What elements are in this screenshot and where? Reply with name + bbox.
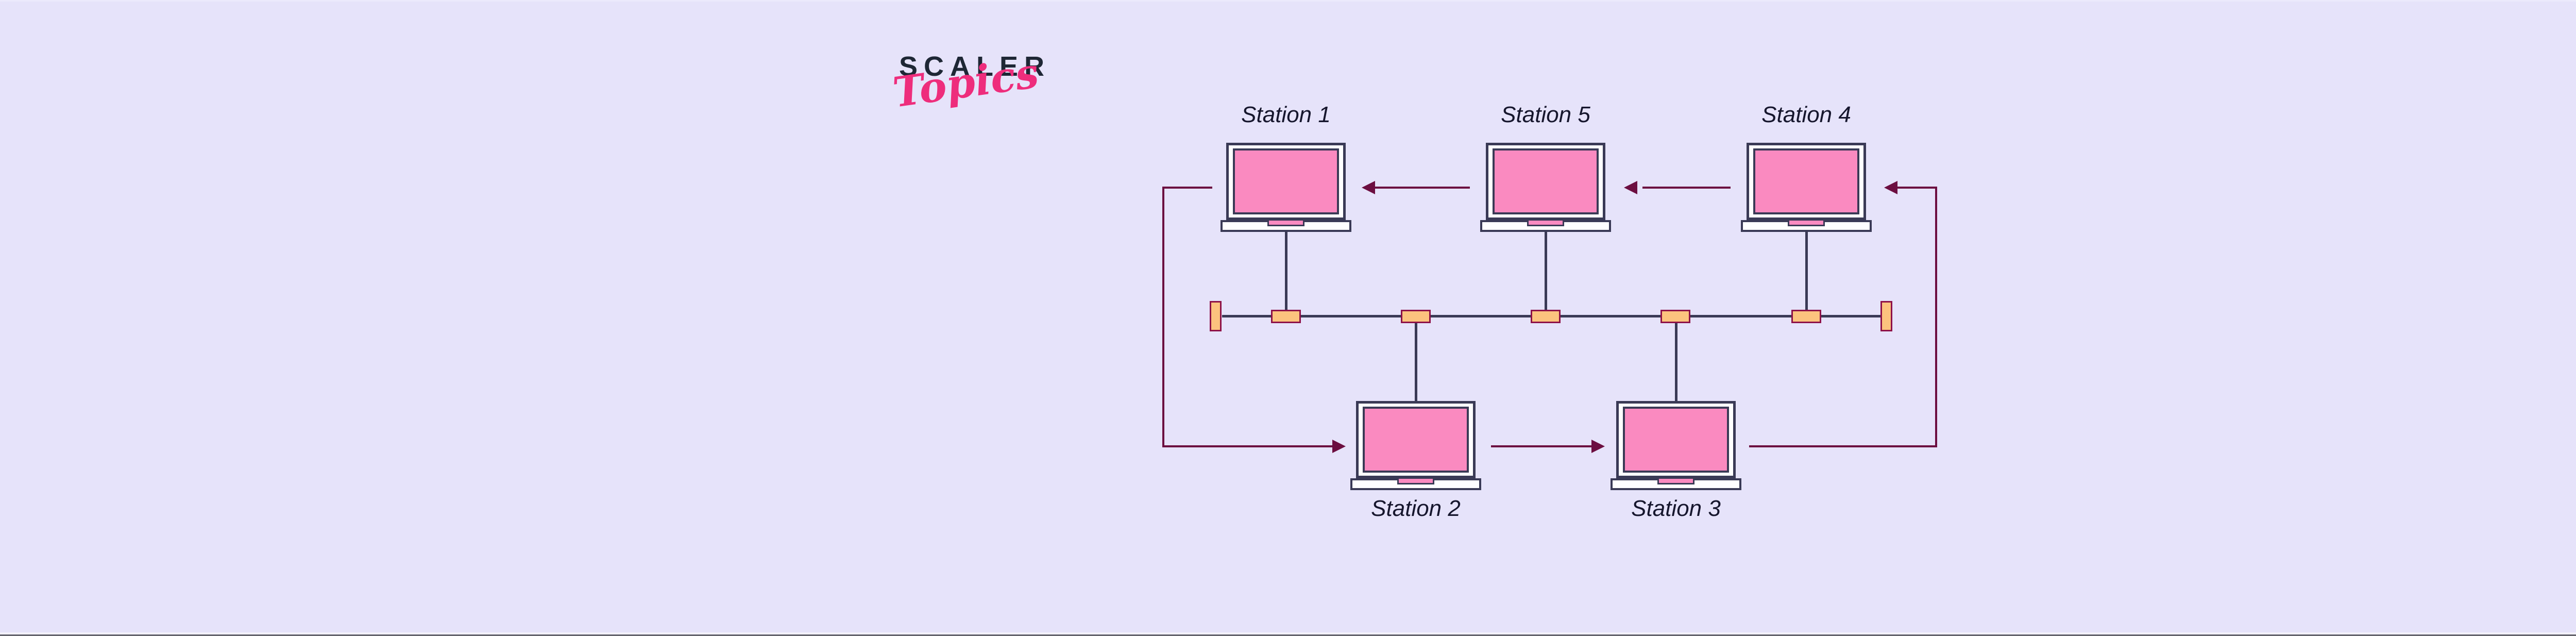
station-label-4: Station 4 — [1761, 102, 1851, 127]
arrow-line-left-vertical — [1162, 187, 1164, 447]
drop-line-station-1 — [1285, 231, 1287, 310]
station-label-1: Station 1 — [1241, 102, 1331, 127]
bus-tap-station-3 — [1660, 310, 1690, 323]
laptop-trackpad — [1527, 219, 1564, 226]
laptop-screen — [1753, 148, 1859, 214]
top-edge-strip — [0, 0, 2576, 2]
arrow-line-right-vertical — [1935, 187, 1937, 447]
drop-line-station-2 — [1415, 323, 1417, 401]
laptop-screen — [1363, 407, 1469, 473]
bus-tap-station-5 — [1531, 310, 1561, 323]
arrowhead-icon-into-station1 — [1362, 181, 1375, 194]
bus-tap-station-2 — [1401, 310, 1431, 323]
laptop-screen — [1623, 407, 1729, 473]
laptop-icon-station-2 — [1350, 401, 1481, 490]
drop-line-station-4 — [1805, 231, 1808, 310]
arrow-line-station2-to-station3 — [1491, 445, 1591, 447]
laptop-icon-station-3 — [1611, 401, 1741, 490]
logo-wordmark-scaler: SCALER — [899, 51, 1051, 82]
station-label-3: Station 3 — [1631, 496, 1721, 521]
arrowhead-icon-into-station4 — [1884, 181, 1897, 194]
arrow-line-station1-out-left — [1162, 187, 1212, 189]
laptop-trackpad — [1397, 477, 1434, 484]
drop-line-station-3 — [1675, 323, 1677, 401]
bus-terminator-right — [1880, 301, 1892, 331]
laptop-screen — [1233, 148, 1339, 214]
station-label-5: Station 5 — [1501, 102, 1590, 127]
bottom-edge-strip — [0, 632, 2576, 634]
arrow-line-station4-to-station5 — [1642, 187, 1731, 189]
laptop-trackpad — [1788, 219, 1825, 226]
arrowhead-icon-into-station5 — [1624, 181, 1637, 194]
bus-tap-station-1 — [1271, 310, 1301, 323]
laptop-icon-station-1 — [1221, 143, 1351, 232]
laptop-trackpad — [1267, 219, 1304, 226]
laptop-trackpad — [1657, 477, 1694, 484]
bus-tap-station-4 — [1791, 310, 1821, 323]
window-bottom-border — [0, 634, 2576, 636]
drop-line-station-5 — [1545, 231, 1547, 310]
arrow-line-station3-out-right — [1749, 445, 1937, 447]
laptop-screen — [1493, 148, 1599, 214]
laptop-icon-station-5 — [1480, 143, 1611, 232]
arrow-line-station5-to-station1 — [1375, 187, 1470, 189]
arrowhead-icon-into-station2 — [1332, 440, 1346, 453]
laptop-icon-station-4 — [1741, 143, 1872, 232]
arrowhead-icon-into-station3 — [1591, 440, 1605, 453]
bus-terminator-left — [1210, 301, 1222, 331]
station-label-2: Station 2 — [1371, 496, 1461, 521]
arrow-line-into-station4 — [1897, 187, 1937, 189]
arrow-line-into-station2 — [1162, 445, 1332, 447]
